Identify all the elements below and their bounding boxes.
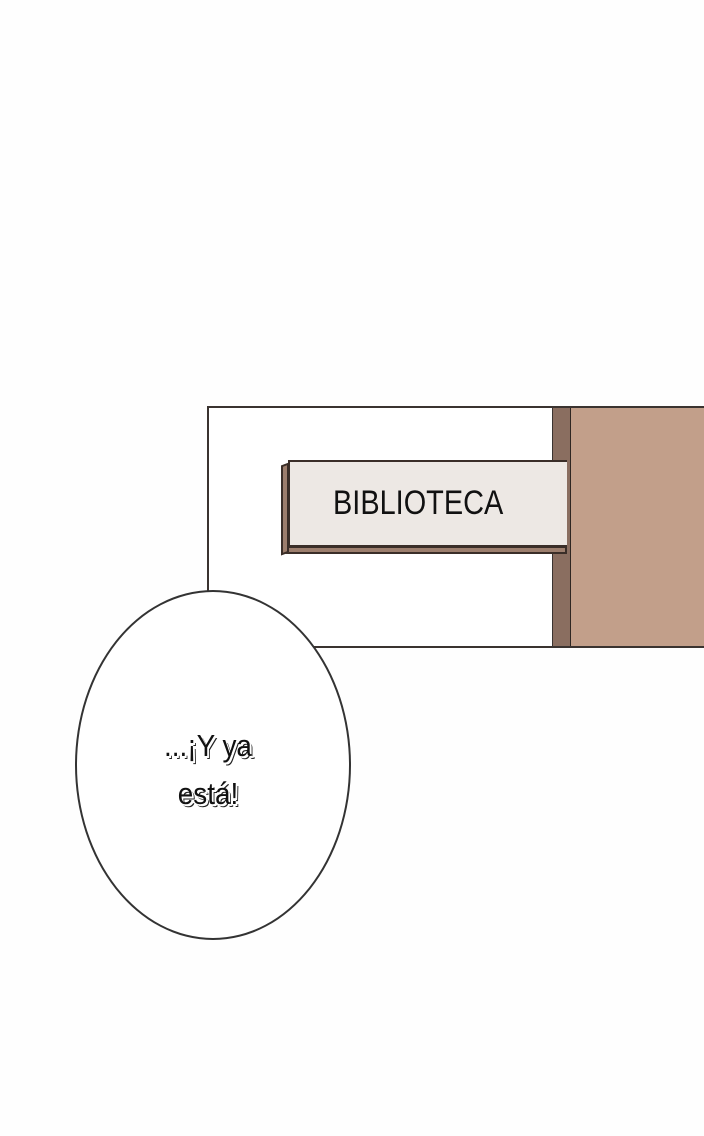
speech-bubble-text: ...¡Y ya está! [84, 722, 332, 818]
door [571, 408, 704, 646]
speech-bubble [75, 590, 351, 940]
speech-line-2: está! [177, 776, 239, 811]
sign-label: BIBLIOTECA [333, 484, 504, 522]
library-sign: BIBLIOTECA [281, 460, 567, 556]
sign-face: BIBLIOTECA [288, 460, 567, 547]
speech-line-1: ...¡Y ya [164, 728, 252, 763]
sign-bottom-edge [283, 546, 567, 554]
